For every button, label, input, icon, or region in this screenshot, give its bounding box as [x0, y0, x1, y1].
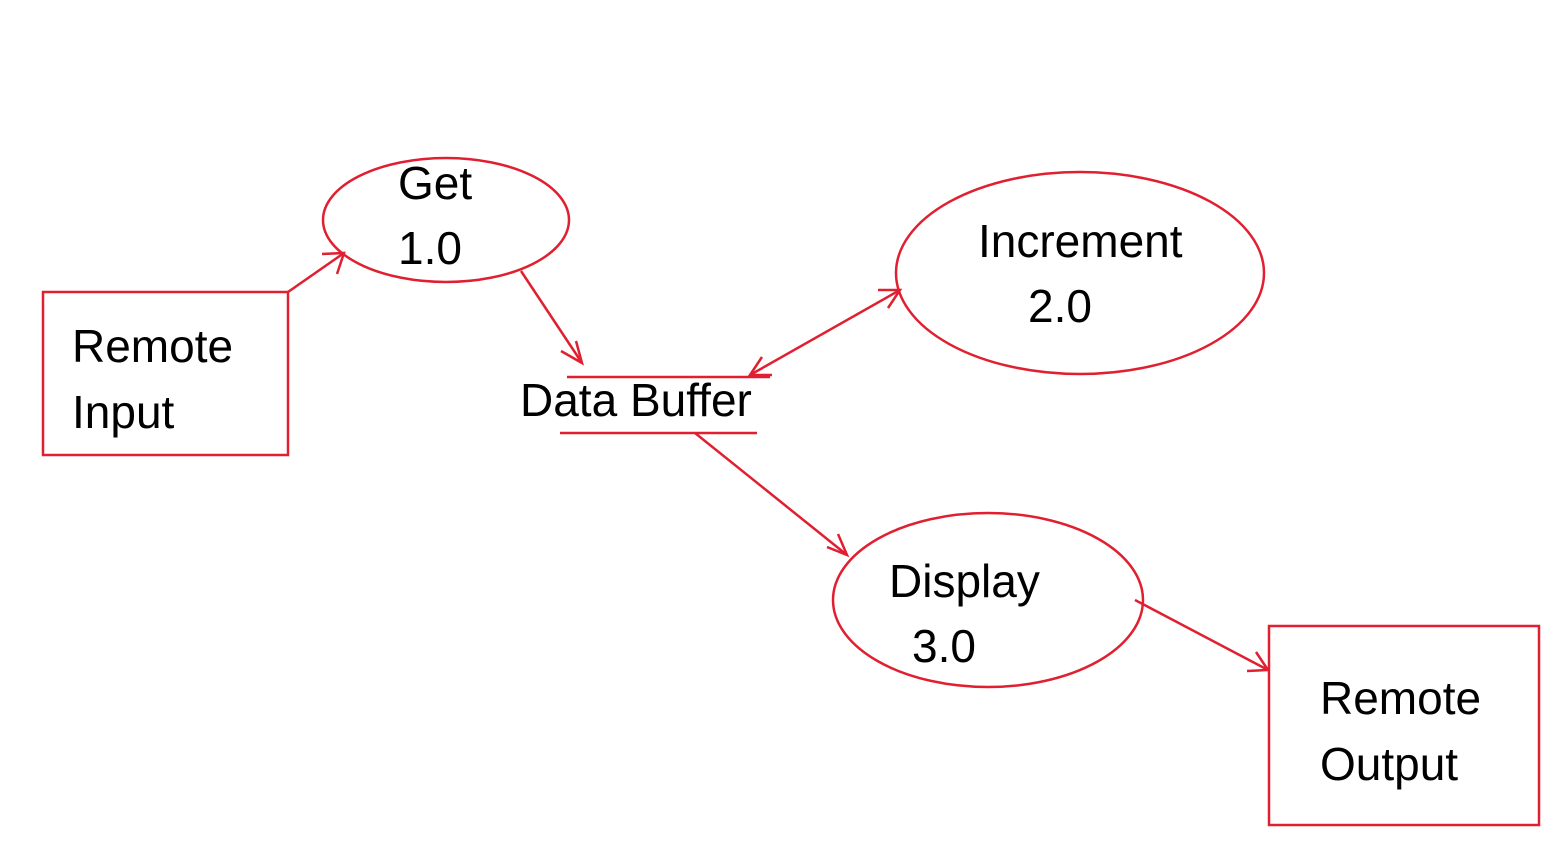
flow-data-buffer-increment: [747, 288, 903, 377]
arrowhead-icon: [826, 533, 850, 558]
flow-line: [749, 288, 901, 377]
display-process-label-line2: 3.0: [912, 620, 976, 672]
get-process-ellipse: [321, 156, 571, 284]
flow-line: [519, 270, 584, 364]
increment-process-label-line1: Increment: [978, 215, 1183, 267]
increment-process: Increment 2.0: [894, 170, 1266, 376]
flow-data-buffer-to-display: [694, 432, 850, 558]
flow-get-to-data-buffer: [519, 270, 584, 366]
flow-line: [1134, 598, 1269, 672]
get-process-label-line1: Get: [398, 157, 472, 209]
display-process-label-line1: Display: [889, 555, 1040, 607]
get-process: Get 1.0: [321, 156, 571, 284]
arrowhead-icon: [560, 340, 584, 366]
remote-input-box: [41, 290, 290, 457]
arrowhead-icon: [1246, 651, 1271, 673]
display-process: Display 3.0: [831, 511, 1145, 689]
flow-display-to-remote-output: [1134, 598, 1271, 673]
flow-remote-input-to-get: [287, 251, 346, 294]
remote-output-box: [1267, 624, 1541, 827]
display-process-ellipse: [831, 511, 1145, 689]
arrowhead-icon: [321, 251, 346, 275]
arrowhead-icon: [747, 356, 772, 377]
arrowhead-icon: [878, 288, 903, 309]
flow-line: [287, 251, 345, 294]
get-process-label-line2: 1.0: [398, 222, 462, 274]
remote-output-label-line2: Output: [1320, 738, 1458, 790]
data-buffer-store: Data Buffer: [520, 374, 770, 435]
flow-line: [694, 432, 848, 556]
remote-input-entity: Remote Input: [41, 290, 290, 457]
increment-process-ellipse: [894, 170, 1266, 376]
remote-input-label-line1: Remote: [72, 320, 233, 372]
increment-process-label-line2: 2.0: [1028, 280, 1092, 332]
data-buffer-label: Data Buffer: [520, 374, 752, 426]
remote-output-entity: Remote Output: [1267, 624, 1541, 827]
remote-input-label-line2: Input: [72, 386, 175, 438]
remote-output-label-line1: Remote: [1320, 672, 1481, 724]
